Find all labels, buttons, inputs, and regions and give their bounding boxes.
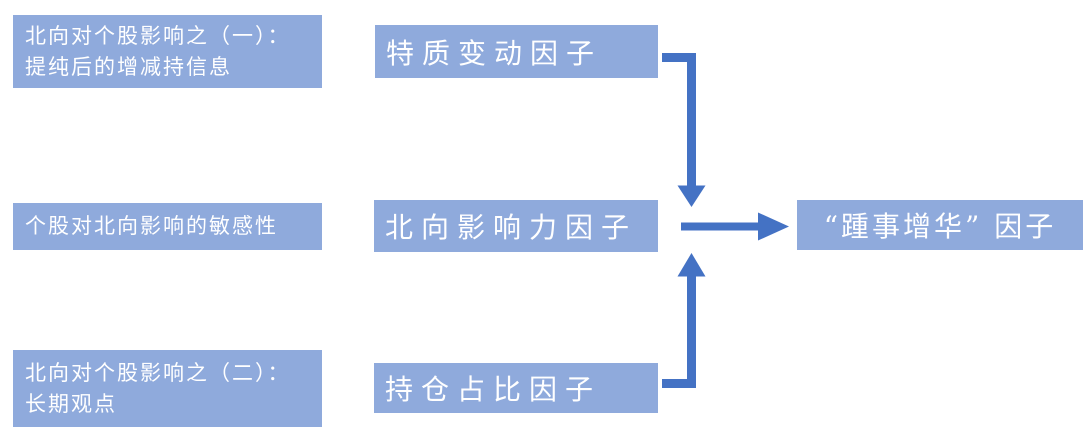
elbow-arrow-down-head (677, 185, 706, 207)
arrow-right-head (758, 212, 789, 241)
factor-box-northbound-influence: 北向影响力因子 (374, 200, 658, 252)
input-box-long-term-view: 北向对个股影响之（二）： 长期观点 (13, 350, 322, 427)
input-box-sensitivity-label: 个股对北向影响的敏感性 (25, 214, 278, 239)
arrow-right-icon (681, 212, 789, 241)
elbow-arrow-up-head (677, 253, 706, 277)
factor-box-northbound-influence-label: 北向影响力因子 (385, 211, 638, 244)
factor-box-idiosyncratic-change-label: 特质变动因子 (386, 36, 603, 70)
elbow-arrow-up-line (662, 276, 696, 388)
output-box-composite-factor-label: “踵事增华” 因子 (823, 210, 1057, 243)
input-box-purified-holdings-info-label: 北向对个股影响之（一）： 提纯后的增减持信息 (25, 24, 291, 79)
factor-box-holding-ratio: 持仓占比因子 (374, 363, 658, 413)
factor-box-idiosyncratic-change: 特质变动因子 (375, 25, 658, 78)
elbow-arrow-down-icon (662, 53, 706, 207)
elbow-arrow-down-line (662, 53, 696, 186)
factor-box-holding-ratio-label: 持仓占比因子 (385, 373, 602, 406)
input-box-purified-holdings-info: 北向对个股影响之（一）： 提纯后的增减持信息 (13, 15, 322, 88)
output-box-composite-factor: “踵事增华” 因子 (797, 200, 1083, 250)
input-box-long-term-view-label: 北向对个股影响之（二）： 长期观点 (25, 361, 291, 416)
elbow-arrow-up-icon (662, 253, 706, 388)
input-box-sensitivity: 个股对北向影响的敏感性 (13, 203, 322, 250)
